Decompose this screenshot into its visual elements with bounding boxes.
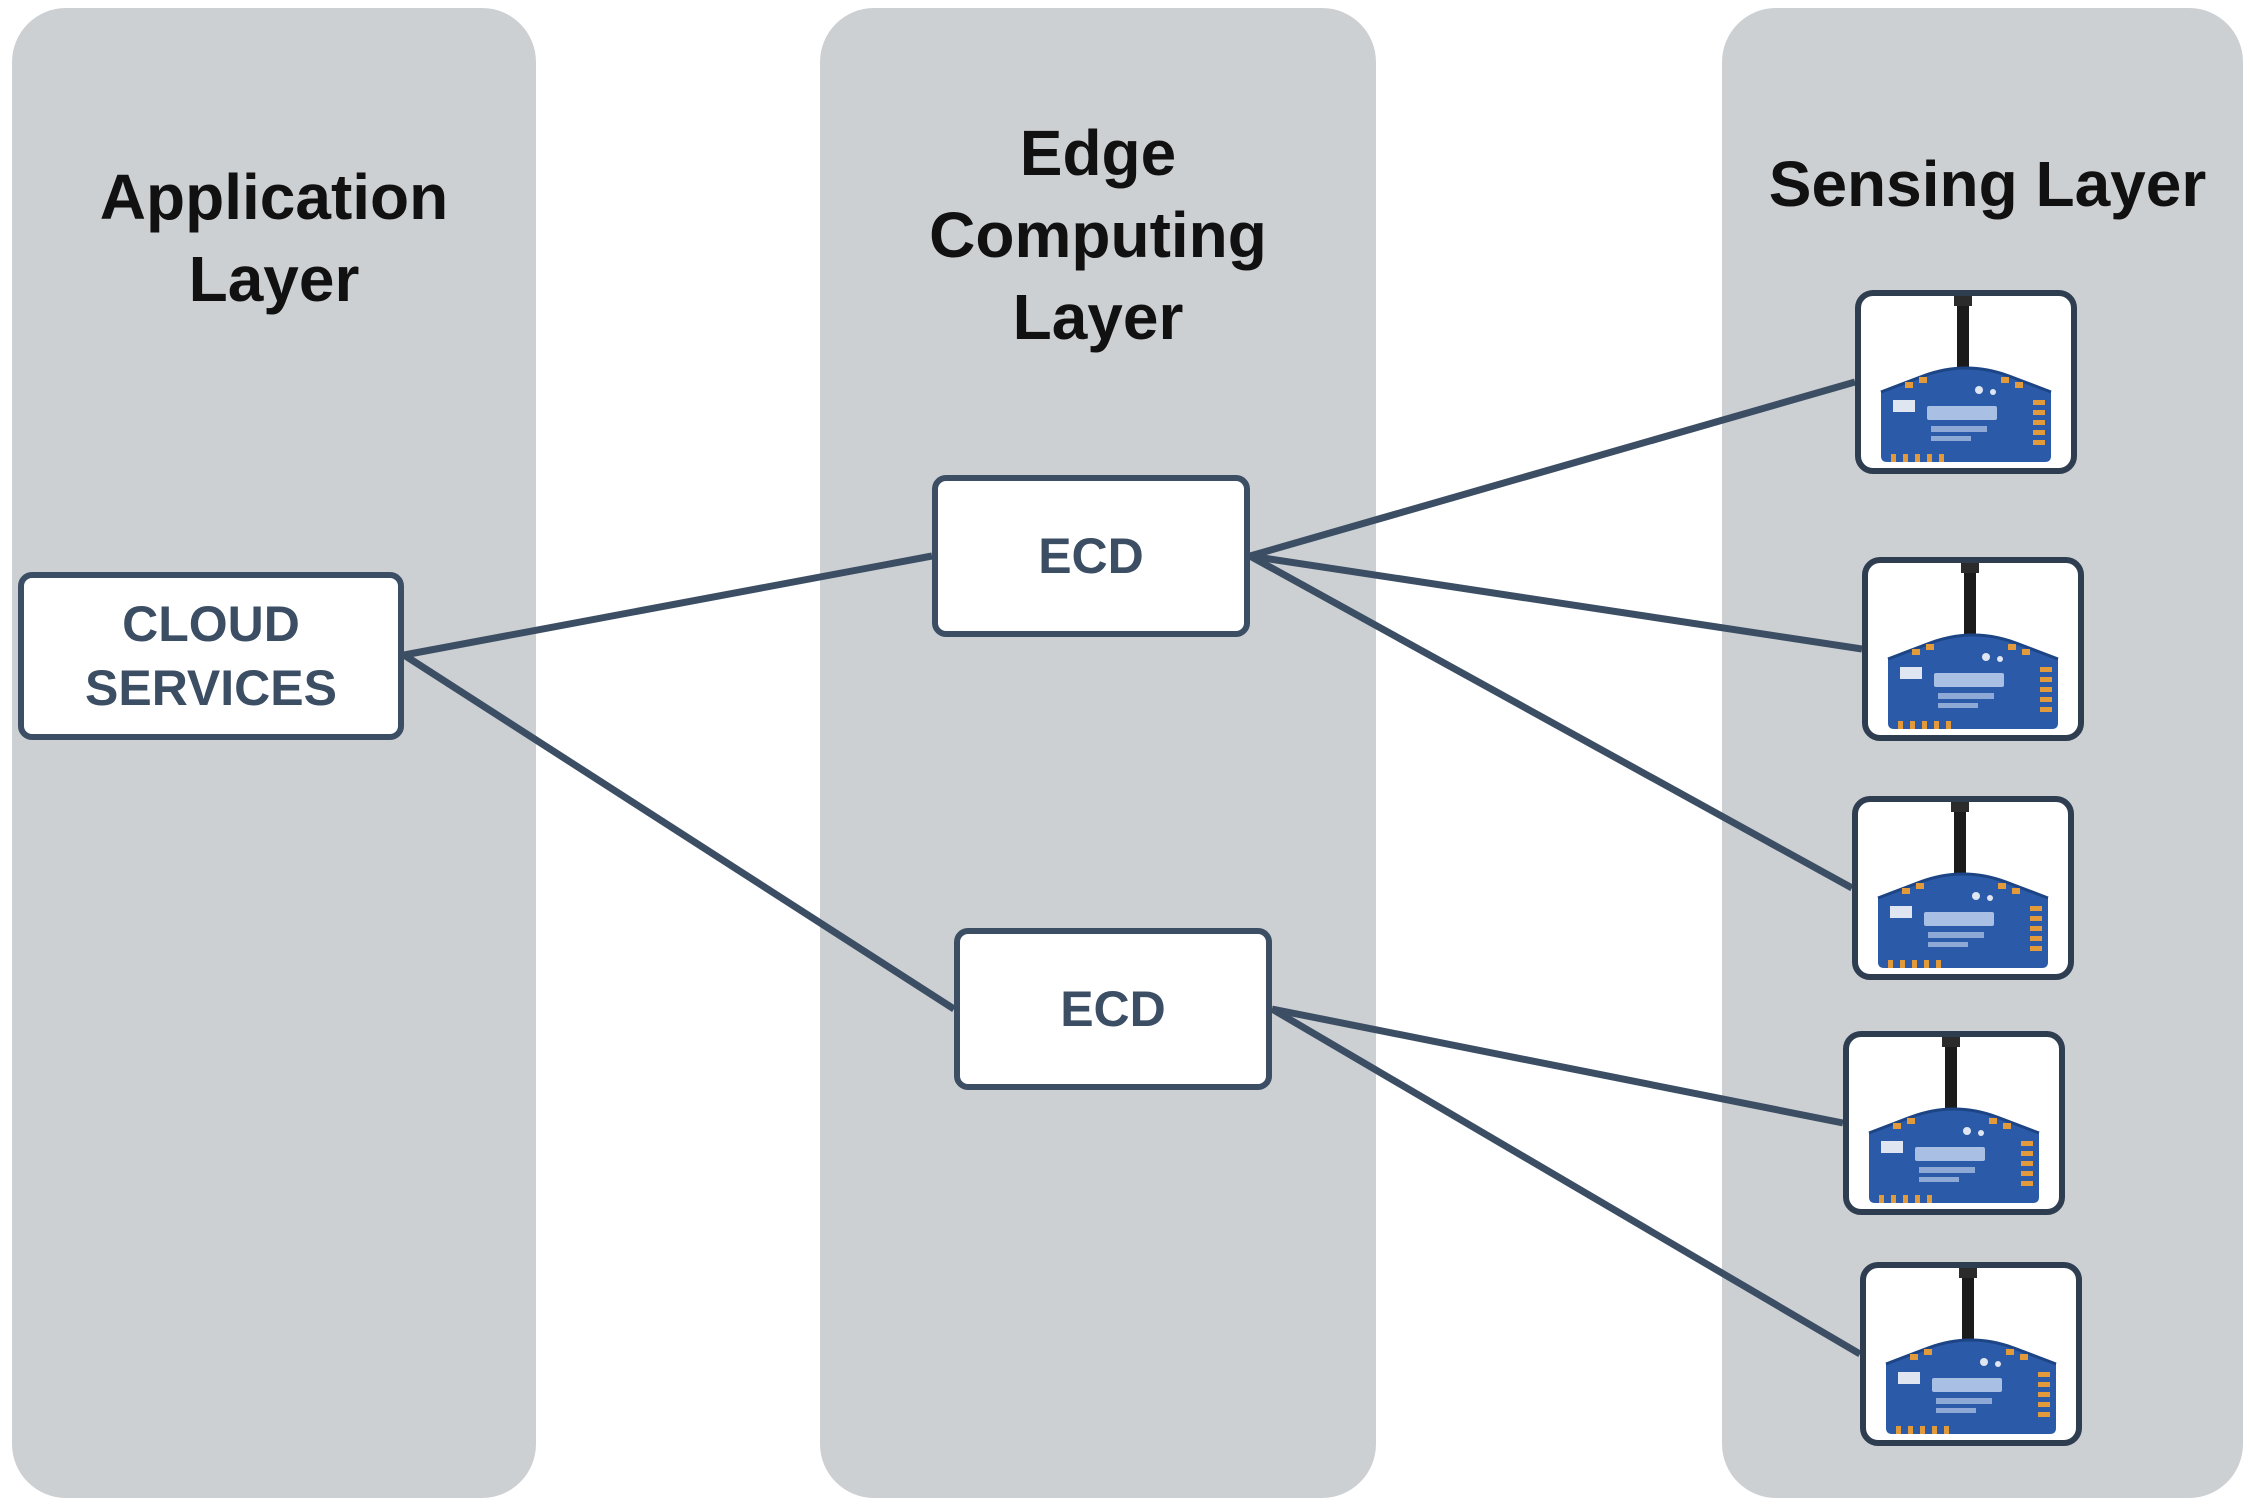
ecd-node-2[interactable]: ECD xyxy=(954,928,1272,1090)
ecd-node-1[interactable]: ECD xyxy=(932,475,1250,637)
xbee-module-icon xyxy=(1867,1037,2041,1205)
sensor-device-2[interactable] xyxy=(1862,557,2084,741)
xbee-module-icon xyxy=(1886,563,2060,731)
application-layer-title: Application Layer xyxy=(99,161,449,315)
sensor-device-5[interactable] xyxy=(1860,1262,2082,1446)
edge-computing-layer-panel: Edge Computing Layer xyxy=(820,8,1376,1498)
application-layer-panel: Application Layer xyxy=(12,8,536,1498)
xbee-module-icon xyxy=(1884,1268,2058,1436)
cloud-services-node[interactable]: CLOUD SERVICES xyxy=(18,572,404,740)
edge-computing-layer-title: Edge Computing Layer xyxy=(929,117,1267,353)
xbee-module-icon xyxy=(1879,296,2053,464)
xbee-module-icon xyxy=(1876,802,2050,970)
sensor-device-1[interactable] xyxy=(1855,290,2077,474)
sensor-device-3[interactable] xyxy=(1852,796,2074,980)
sensor-device-4[interactable] xyxy=(1843,1031,2065,1215)
sensing-layer-title: Sensing Layer xyxy=(1768,148,2207,220)
